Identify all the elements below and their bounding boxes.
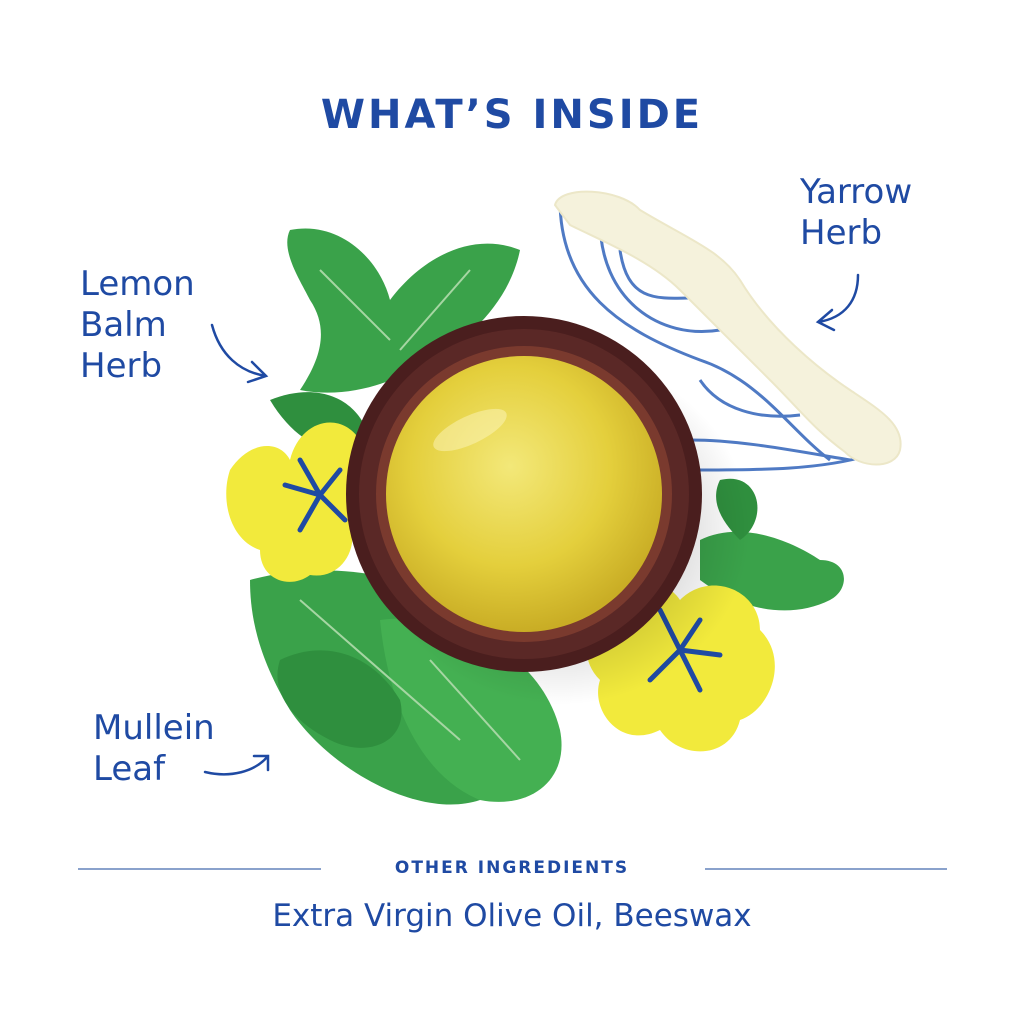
yarrow-arrow-icon <box>815 273 860 332</box>
divider-left <box>78 868 321 870</box>
page-title: WHAT’S INSIDE <box>320 92 704 138</box>
lemon-balm-arrow-icon <box>210 323 269 384</box>
yarrow-flowers <box>553 190 902 466</box>
other-ingredients-heading: OTHER INGREDIENTS <box>394 858 630 878</box>
label-yarrow-herb: Yarrow Herb <box>800 172 913 253</box>
label-mullein-leaf: Mullein Leaf <box>93 708 215 789</box>
other-ingredients-list: Extra Virgin Olive Oil, Beeswax <box>272 898 752 934</box>
yarrow-herb <box>558 199 871 472</box>
flower-left <box>226 422 371 582</box>
divider-right <box>705 868 947 870</box>
label-lemon-balm-herb: Lemon Balm Herb <box>80 264 195 386</box>
balm-surface <box>386 356 662 632</box>
balm-jar <box>346 316 702 672</box>
mullein-arrow-icon <box>203 754 270 776</box>
